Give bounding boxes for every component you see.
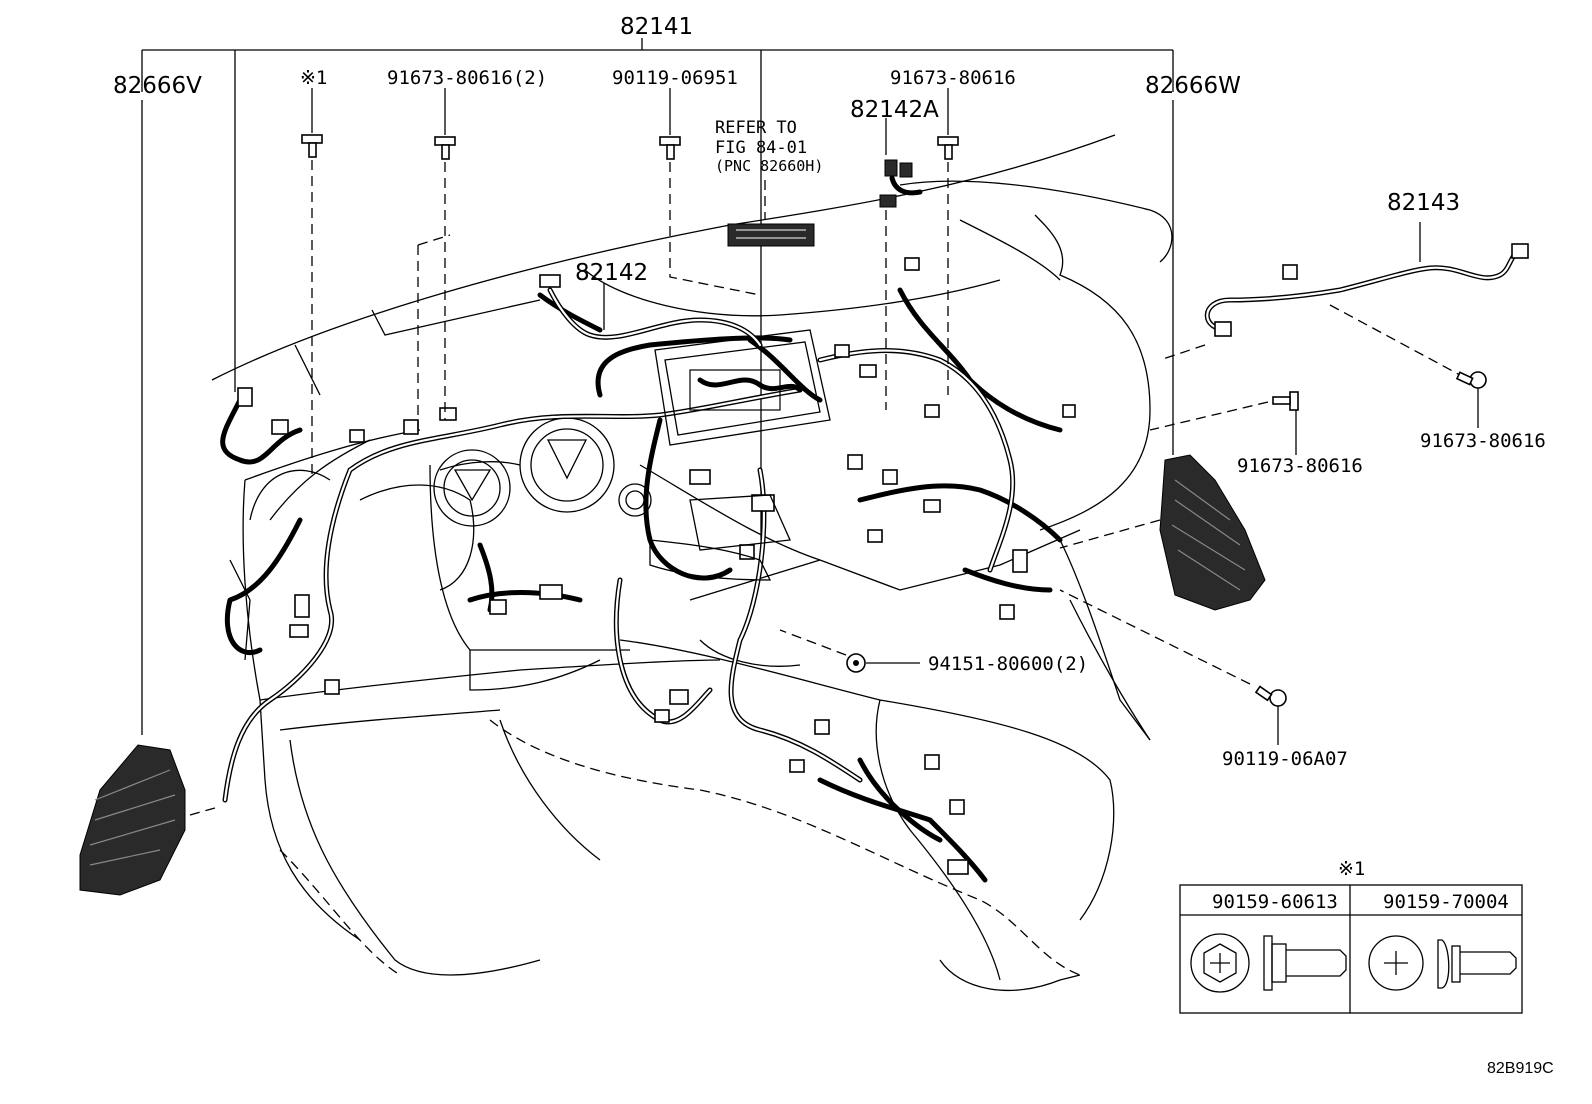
label-82141: 82141 — [620, 14, 693, 40]
ecu-82666v — [79, 744, 216, 896]
wire-harness-82141 — [220, 287, 1063, 883]
label-refer-3: (PNC 82660H) — [715, 157, 823, 175]
label-82142a: 82142A — [850, 97, 939, 123]
table-note-mark: ※1 — [1338, 858, 1365, 880]
label-bolt-e: 91673-80616 — [1420, 430, 1546, 452]
figure-id: 82B919C — [1487, 1060, 1554, 1077]
dashboard-outline — [211, 134, 1173, 992]
label-refer-2: FIG 84-01 — [715, 138, 807, 158]
screw-table: ※1 90159-60613 90159-70004 — [1179, 858, 1523, 1014]
instrument-cluster-outline — [433, 417, 652, 527]
label-82666v: 82666V — [113, 73, 202, 99]
bolt-91673-80616-right-icon — [1455, 371, 1487, 428]
hex-flange-phillips-screw-icon — [1190, 933, 1347, 993]
label-82142: 82142 — [575, 260, 648, 286]
label-bolt-b: 90119-06951 — [612, 67, 738, 89]
ecu-82666w — [1059, 454, 1266, 611]
bolt-90119-06951-icon — [659, 88, 761, 296]
harness-82141-bracket — [141, 38, 1174, 735]
label-refer-1: REFER TO — [715, 118, 797, 138]
bolt-91673-80616-top-icon — [937, 88, 959, 395]
label-clip: 94151-80600(2) — [928, 653, 1088, 675]
label-82666w: 82666W — [1145, 73, 1241, 99]
label-82143: 82143 — [1387, 190, 1460, 216]
label-bolt-d: 91673-80616 — [1237, 455, 1363, 477]
wire-82143 — [1159, 222, 1529, 376]
screw-note1-icon — [301, 88, 323, 480]
label-note-mark: ※1 — [300, 67, 327, 89]
bolt-90119-06a07-icon — [1059, 589, 1287, 745]
label-bolt-a: 91673-80616(2) — [387, 67, 547, 89]
clip-94151-80600-icon — [779, 629, 920, 673]
bolt-91673-80616-mid-icon — [1149, 391, 1299, 455]
bolt-91673-80616-2-icon — [417, 88, 456, 430]
junction-block — [727, 223, 815, 247]
wire-82142a — [879, 118, 923, 410]
label-bolt-c: 91673-80616 — [890, 67, 1016, 89]
wire-82142 — [539, 274, 763, 348]
table-header-col1: 90159-60613 — [1212, 891, 1338, 913]
label-bolt-f: 90119-06A07 — [1222, 748, 1348, 770]
table-header-col2: 90159-70004 — [1383, 891, 1509, 913]
center-module — [649, 329, 831, 581]
phillips-pan-screw-icon — [1368, 935, 1517, 991]
